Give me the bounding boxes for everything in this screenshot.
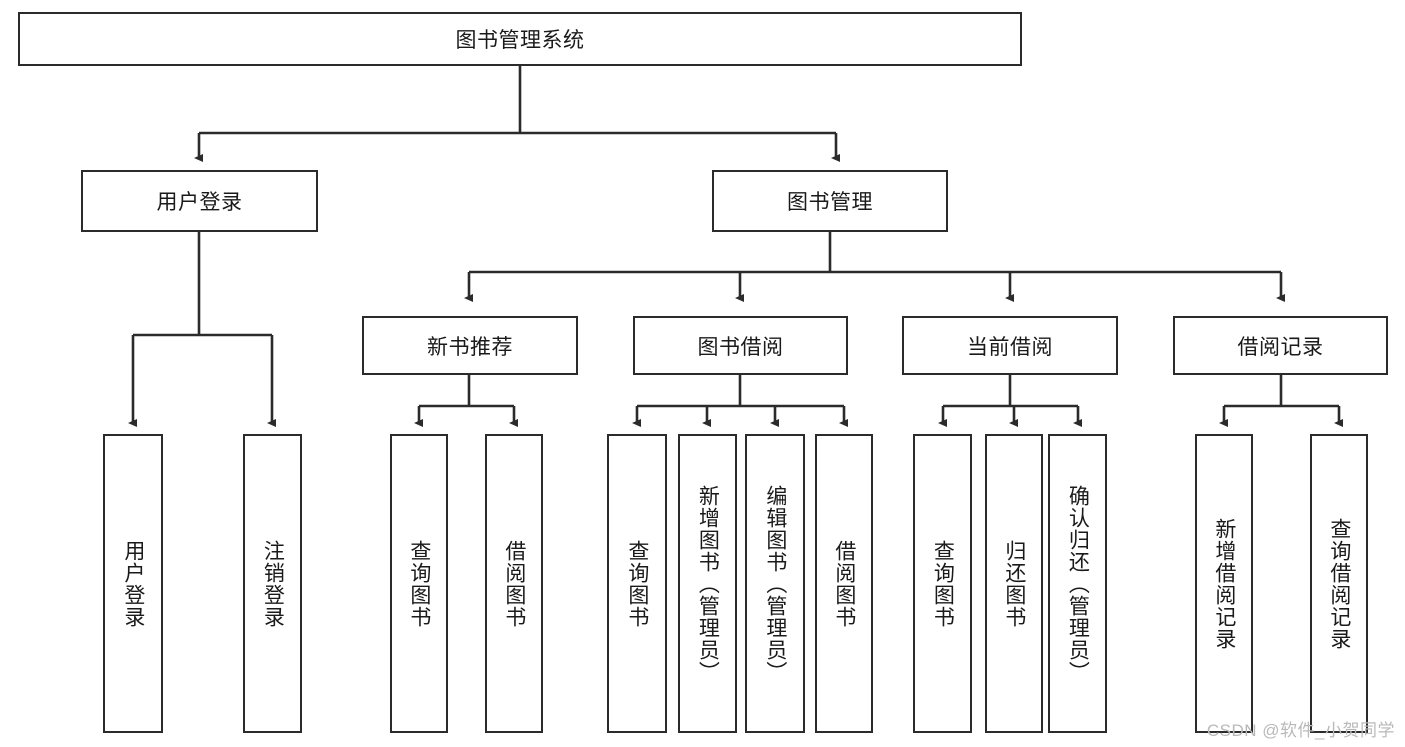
- leaf-record-query-record[interactable]: 查询借阅记录: [1310, 434, 1368, 733]
- node-label: 借阅图书: [502, 539, 526, 628]
- node-current-borrow[interactable]: 当前借阅: [902, 316, 1118, 375]
- csdn-watermark: CSDN @软件_小贺同学: [1206, 721, 1395, 740]
- leaf-borrow-add-book[interactable]: 新增图书（管理员）: [678, 434, 737, 733]
- node-label: 新书推荐: [427, 335, 513, 359]
- node-label: 借阅记录: [1237, 335, 1324, 359]
- node-new-book-recommend[interactable]: 新书推荐: [362, 316, 578, 375]
- node-label: 图书借阅: [697, 335, 784, 359]
- leaf-user-login-logout[interactable]: 注销登录: [243, 434, 302, 733]
- node-label: 确认归还（管理员）: [1066, 484, 1090, 683]
- node-label: 图书管理系统: [455, 29, 585, 52]
- leaf-current-return-book[interactable]: 归还图书: [985, 434, 1043, 733]
- leaf-user-login-login[interactable]: 用户登录: [103, 434, 163, 733]
- node-label: 查询图书: [931, 539, 955, 628]
- leaf-current-confirm-return[interactable]: 确认归还（管理员）: [1048, 434, 1107, 733]
- node-user-login[interactable]: 用户登录: [81, 170, 318, 232]
- node-label: 注销登录: [261, 539, 285, 628]
- node-label: 当前借阅: [967, 335, 1053, 359]
- node-label: 归还图书: [1002, 539, 1026, 628]
- leaf-recommend-query-book[interactable]: 查询图书: [390, 434, 448, 733]
- leaf-borrow-borrow-book[interactable]: 借阅图书: [815, 434, 873, 733]
- node-label: 查询图书: [625, 539, 649, 628]
- leaf-borrow-edit-book[interactable]: 编辑图书（管理员）: [745, 434, 805, 733]
- node-label: 查询图书: [407, 539, 431, 628]
- node-label: 编辑图书（管理员）: [763, 484, 787, 683]
- leaf-borrow-query-book[interactable]: 查询图书: [607, 434, 667, 733]
- node-label: 新增图书（管理员）: [696, 484, 720, 683]
- node-label: 借阅图书: [832, 539, 856, 628]
- node-label: 新增借阅记录: [1212, 517, 1236, 650]
- leaf-record-add-record[interactable]: 新增借阅记录: [1195, 434, 1253, 733]
- leaf-recommend-borrow-book[interactable]: 借阅图书: [485, 434, 543, 733]
- node-label: 图书管理: [787, 191, 873, 214]
- node-label: 用户登录: [121, 539, 145, 628]
- node-root-system[interactable]: 图书管理系统: [18, 12, 1022, 66]
- node-borrow-record[interactable]: 借阅记录: [1173, 316, 1388, 375]
- leaf-current-query-book[interactable]: 查询图书: [913, 434, 972, 733]
- node-label: 查询借阅记录: [1327, 517, 1351, 650]
- node-book-borrow[interactable]: 图书借阅: [633, 316, 848, 375]
- node-label: 用户登录: [156, 191, 243, 214]
- node-book-management[interactable]: 图书管理: [712, 170, 948, 232]
